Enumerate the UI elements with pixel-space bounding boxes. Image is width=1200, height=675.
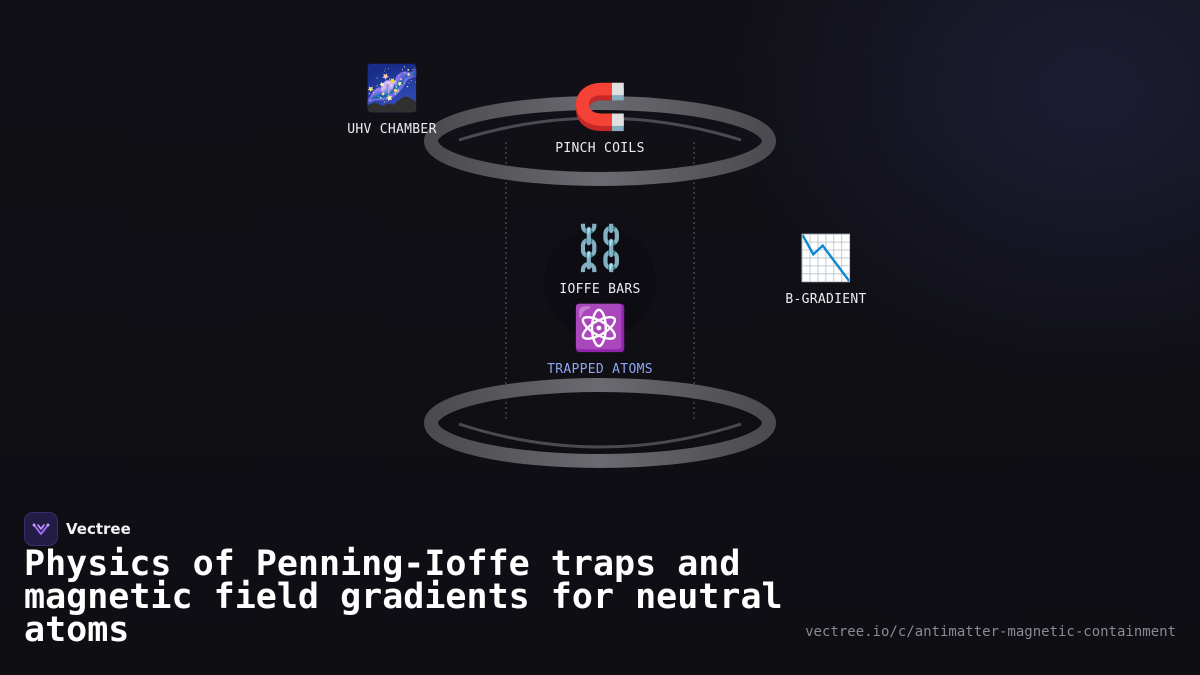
node-trapped-atoms: ⚛️ TRAPPED ATOMS	[547, 303, 653, 378]
brand[interactable]: Vectree	[24, 512, 131, 546]
atom-icon: ⚛️	[572, 303, 628, 354]
top-coil	[424, 96, 776, 186]
chart-decreasing-icon: 📉	[798, 233, 854, 284]
node-ioffe-bars: ⛓️ IOFFE BARS	[559, 223, 641, 298]
node-label: UHV CHAMBER	[347, 122, 437, 137]
brand-name: Vectree	[66, 520, 131, 538]
chain-icon: ⛓️	[572, 223, 628, 274]
node-uhv-chamber: 🌌 UHV CHAMBER	[347, 63, 437, 138]
node-pinch-coils: 🧲 PINCH COILS	[555, 82, 645, 157]
node-label: PINCH COILS	[555, 141, 645, 156]
node-label: IOFFE BARS	[559, 282, 641, 297]
node-label: B-GRADIENT	[785, 292, 867, 307]
page-title: Physics of Penning-Ioffe traps and magne…	[24, 544, 783, 650]
course-url[interactable]: vectree.io/c/antimatter-magnetic-contain…	[805, 624, 1176, 640]
node-label: TRAPPED ATOMS	[547, 362, 653, 377]
trap-core	[544, 226, 656, 338]
vectree-logo-icon	[24, 512, 58, 546]
magnet-icon: 🧲	[572, 82, 628, 133]
milky-way-icon: 🌌	[364, 63, 420, 114]
bottom-coil	[424, 378, 776, 468]
node-b-gradient: 📉 B-GRADIENT	[785, 233, 867, 308]
